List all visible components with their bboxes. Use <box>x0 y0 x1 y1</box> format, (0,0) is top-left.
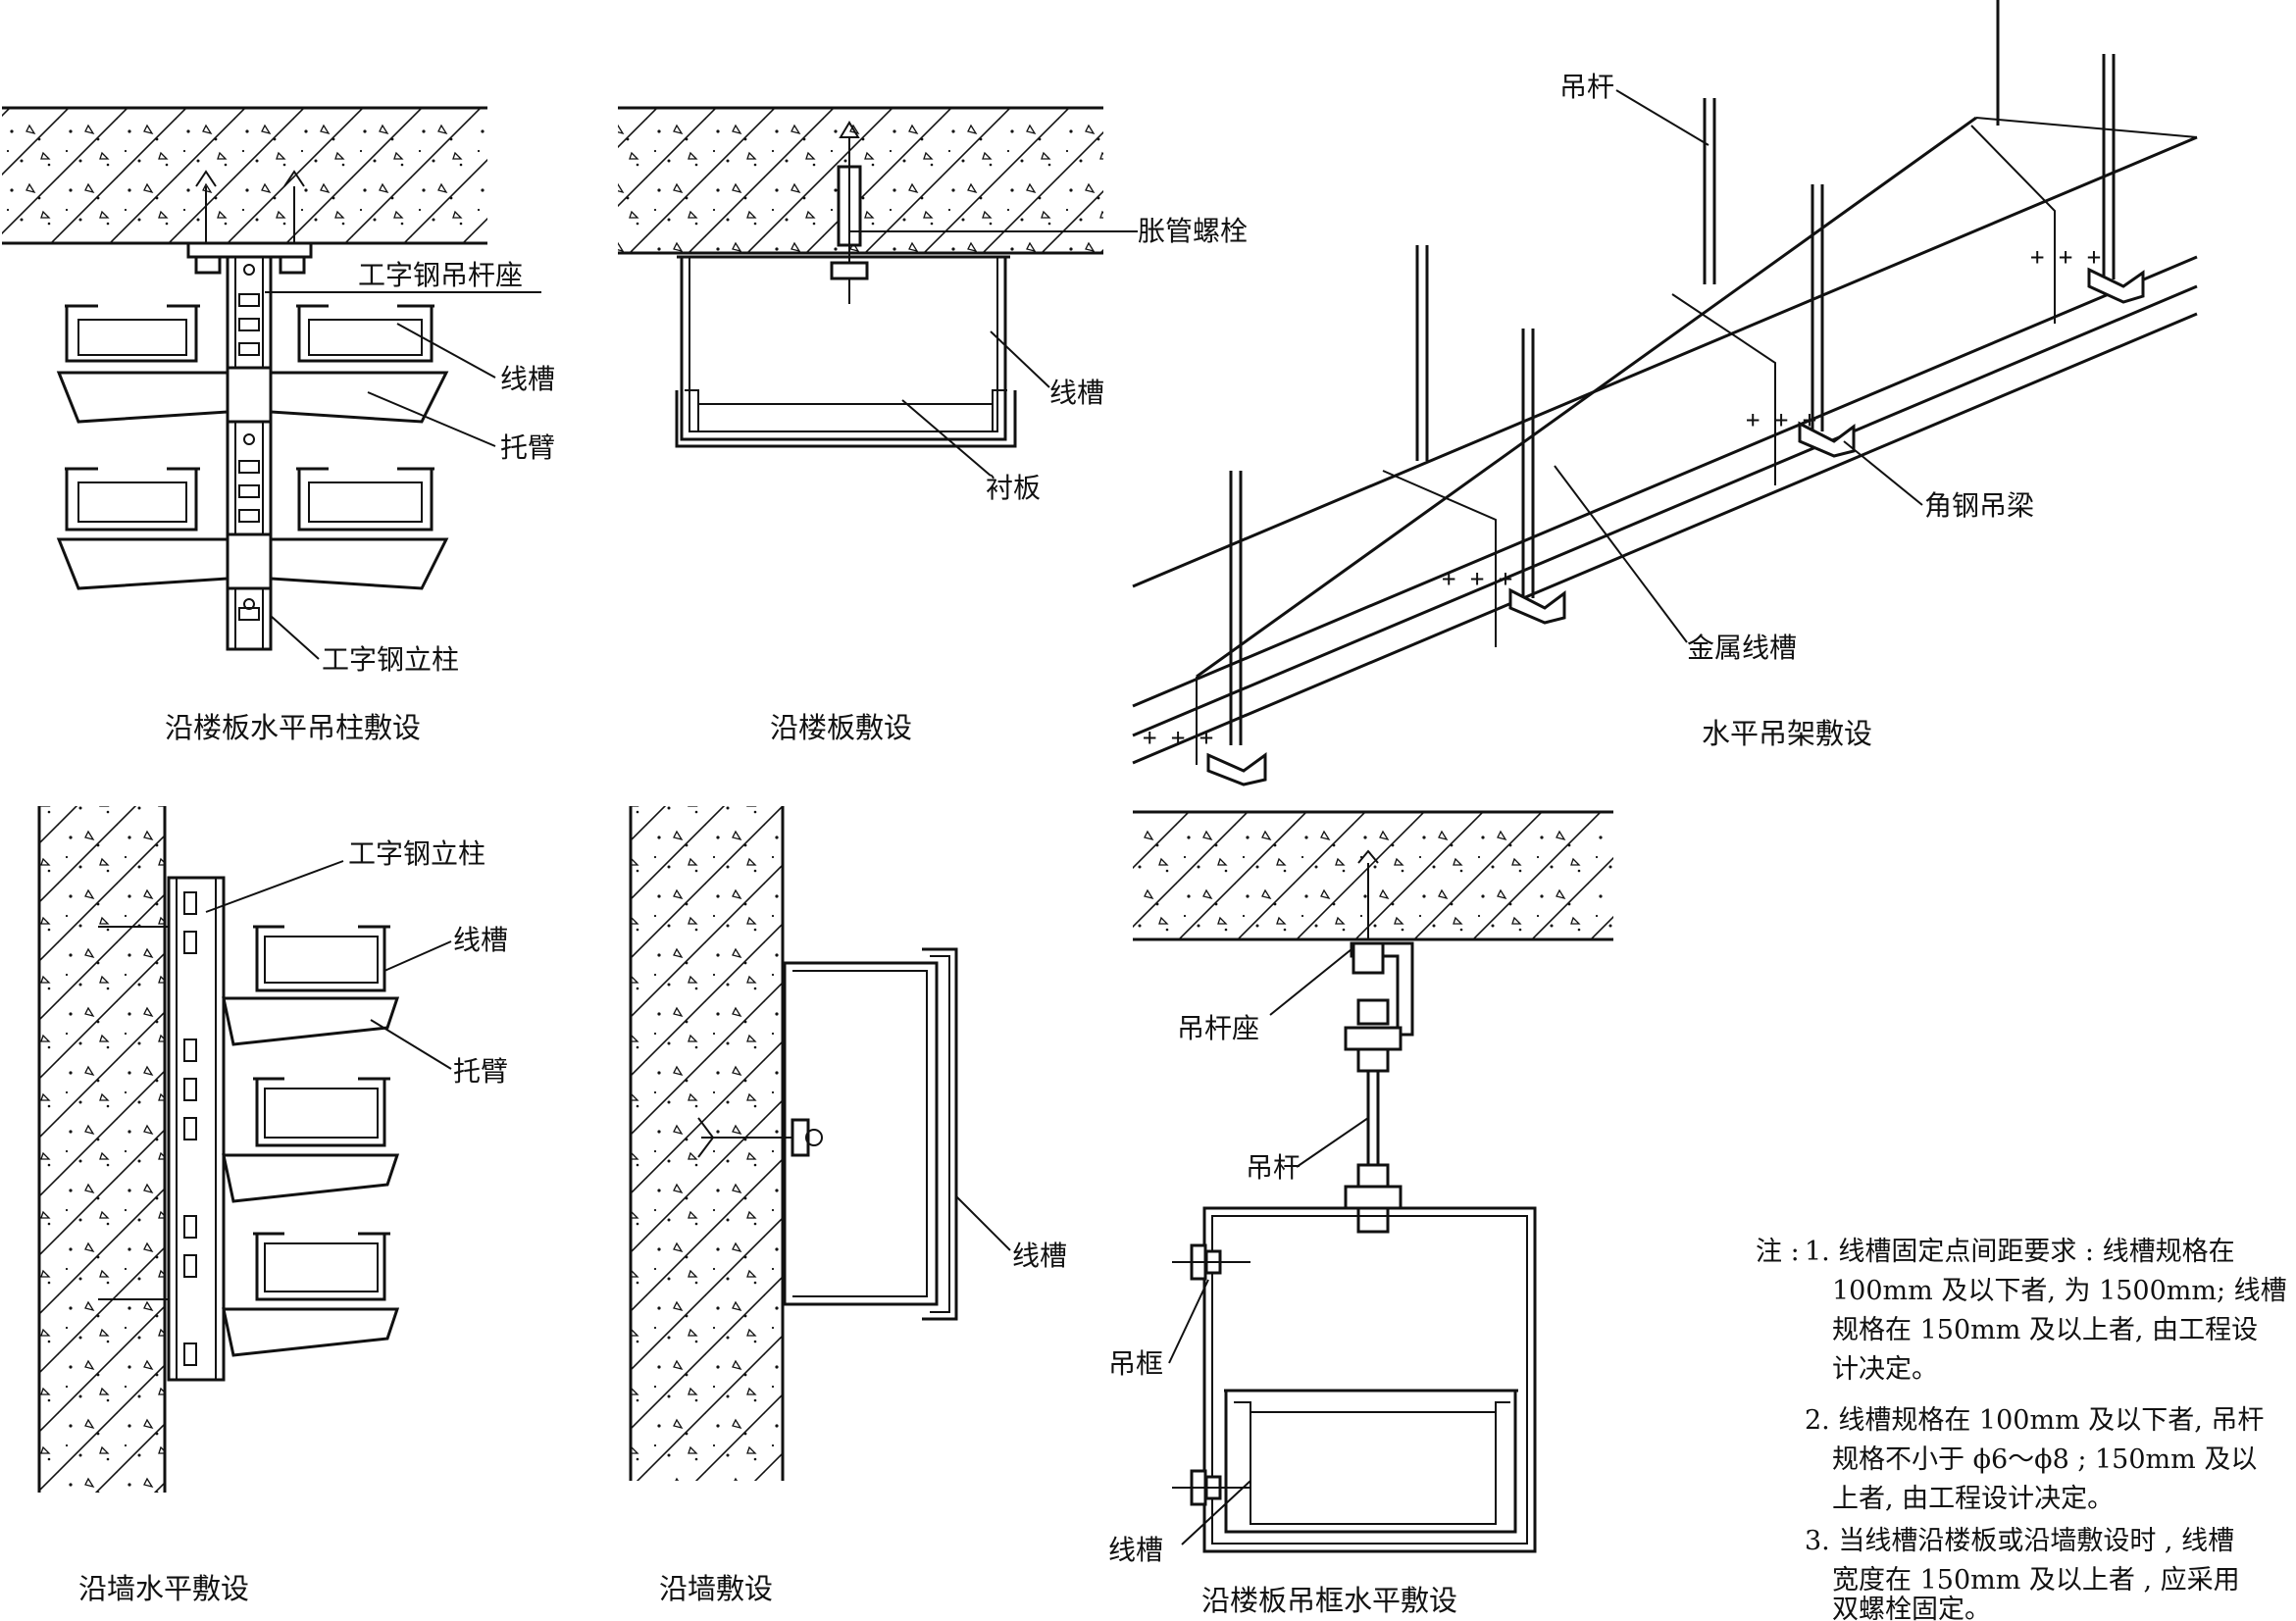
hanger-rod-label: 吊杆 <box>1559 71 1614 103</box>
trough <box>1224 1391 1517 1534</box>
note-2-line-2: 规格不小于 ϕ6～ϕ8 ; 150mm 及以 <box>1832 1444 2257 1475</box>
rod-base-label: 吊杆座 <box>1177 1012 1259 1044</box>
trough-label: 线槽 <box>1108 1534 1163 1566</box>
wall <box>39 806 165 1493</box>
caption-d4: 沿墙水平敷设 <box>78 1572 249 1605</box>
diagram-ceiling-frame: 吊杆座 吊杆 吊框 线槽 沿楼板吊框水平敷设 <box>1108 810 1613 1617</box>
ceiling-slab <box>1133 812 1613 939</box>
note-1-line-3: 规格在 150mm 及以上者, 由工程设 <box>1832 1315 2258 1345</box>
trough-label: 线槽 <box>453 924 508 956</box>
trough-label: 线槽 <box>1012 1240 1067 1272</box>
trough <box>680 257 1007 441</box>
caption-d1: 沿楼板水平吊柱敷设 <box>165 711 421 744</box>
angle-beam-label: 角钢吊梁 <box>1924 489 2034 522</box>
bracket-label: 托臂 <box>453 1055 508 1088</box>
column-label: 工字钢立柱 <box>348 837 485 870</box>
diagram-wall-horizontal: 工字钢立柱 线槽 托臂 沿墙水平敷设 <box>37 806 508 1605</box>
note-2-line-3: 上者, 由工程设计决定。 <box>1832 1484 2114 1514</box>
post-base-plate <box>186 241 313 259</box>
trough <box>783 961 939 1306</box>
notes-prefix: 注 : <box>1756 1237 1800 1267</box>
trough-label: 线槽 <box>500 363 555 395</box>
angle-beams <box>1206 267 2145 786</box>
caption-d6: 沿楼板吊框水平敷设 <box>1201 1584 1457 1617</box>
note-3-line-1: 3. 当线槽沿楼板或沿墙敷设时 , 线槽 <box>1805 1526 2234 1556</box>
upper-bracket-left <box>56 371 230 424</box>
hanger-rods <box>1229 0 2116 745</box>
diagram-wall-mount: 线槽 沿墙敷设 <box>629 806 1067 1605</box>
svg-text:+ + +: + + + <box>1143 724 1213 751</box>
diagram-ceiling-hanging-column: 工字钢吊杆座 线槽 托臂 工字钢立柱 沿楼板水平吊柱敷设 <box>2 106 555 744</box>
diagram-ceiling-mount: 胀管螺栓 线槽 衬板 沿楼板敷设 <box>618 106 1248 744</box>
expansion-bolt-label: 胀管螺栓 <box>1138 215 1248 247</box>
note-1-line-2: 100mm 及以下者, 为 1500mm; 线槽 <box>1832 1276 2287 1306</box>
note-2-line-1: 2. 线槽规格在 100mm 及以下者, 吊杆 <box>1805 1405 2264 1436</box>
upper-troughs <box>65 304 434 363</box>
liner-label: 衬板 <box>986 472 1041 504</box>
svg-text:+ + +: + + + <box>1442 565 1512 592</box>
caption-d5: 沿墙敷设 <box>659 1572 773 1605</box>
ceiling-slab <box>2 108 487 243</box>
frame-bolts <box>1172 1243 1250 1506</box>
wall <box>631 806 783 1481</box>
notes-block: 注 : 1. 线槽固定点间距要求 : 线槽规格在 100mm 及以下者, 为 1… <box>1756 1237 2287 1621</box>
lower-troughs <box>65 467 434 532</box>
post-base-label: 工字钢吊杆座 <box>358 259 523 291</box>
metal-trough-label: 金属线槽 <box>1687 632 1797 664</box>
lower-bracket-left <box>56 537 230 590</box>
note-3-line-2: 宽度在 150mm 及以上者 , 应采用 <box>1832 1565 2240 1596</box>
i-beam-column <box>226 255 273 651</box>
hanger-frame <box>1202 1206 1537 1553</box>
caption-d2: 沿楼板敷设 <box>770 711 912 744</box>
rod-label: 吊杆 <box>1246 1151 1301 1184</box>
note-1-line-1: 1. 线槽固定点间距要求 : 线槽规格在 <box>1805 1237 2235 1267</box>
note-3-line-3: 双螺栓固定。 <box>1832 1595 1991 1621</box>
diagram-horizontal-hanger: + + + + + + + + + + + + 吊杆 角钢吊梁 金属线槽 水平吊… <box>1132 0 2198 786</box>
liner <box>675 390 1017 448</box>
bracket-label: 托臂 <box>500 431 555 464</box>
troughs <box>253 925 390 1301</box>
frame-label: 吊框 <box>1108 1347 1163 1380</box>
caption-d3: 水平吊架敷设 <box>1702 717 1872 750</box>
brackets <box>222 996 400 1357</box>
svg-text:+ + +: + + + <box>2030 243 2101 271</box>
lower-bracket-right <box>269 537 449 590</box>
metal-trough <box>1132 135 2198 708</box>
note-1-line-4: 计决定。 <box>1832 1354 1938 1385</box>
trough-label: 线槽 <box>1049 377 1104 409</box>
column-label: 工字钢立柱 <box>322 643 459 676</box>
